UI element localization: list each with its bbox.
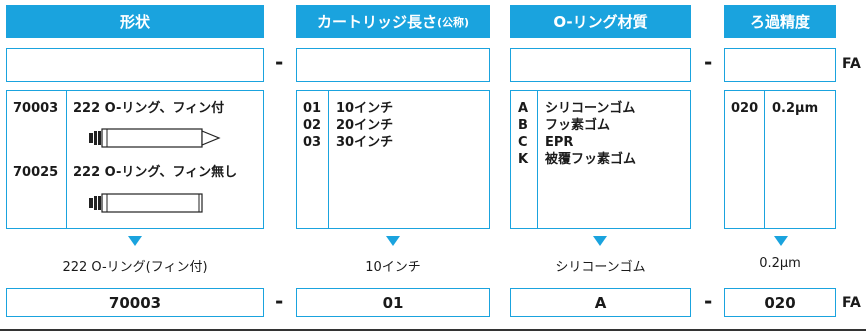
suffix-fa-bottom: FA (842, 295, 861, 311)
header-rating: ろ過精度 (724, 5, 836, 38)
oring-option-code: B (518, 118, 528, 133)
oring-option-desc: シリコーンゴム (545, 101, 636, 116)
oring-arrow-down-icon (593, 236, 607, 246)
oring-option-desc: フッ素ゴム (545, 118, 611, 133)
length-panel-divider (328, 91, 329, 228)
rating-result-value: 020 (764, 293, 796, 312)
shape-result-box[interactable]: 70003 (6, 288, 264, 317)
header-length-label: カートリッジ長さ (316, 13, 437, 31)
rating-arrow-down-icon (774, 236, 788, 246)
shape-option-desc: 222 O-リング、フィン無し (73, 165, 238, 180)
length-result-box[interactable]: 01 (296, 288, 490, 317)
length-options-panel: 01 10インチ 02 20インチ 03 30インチ (296, 90, 490, 229)
oring-option-desc: 被覆フッ素ゴム (545, 152, 637, 167)
header-rating-label: ろ過精度 (749, 13, 810, 31)
separator-dash-1: - (275, 50, 284, 74)
header-length-sub: (公称) (436, 15, 470, 29)
oring-selection-text: シリコーンゴム (555, 260, 646, 275)
length-result-value: 01 (382, 293, 404, 312)
rating-selection-text: 0.2μm (759, 256, 801, 271)
header-shape-label: 形状 (119, 13, 150, 31)
oring-option-code: K (518, 152, 529, 167)
oring-options-panel: A シリコーンゴム B フッ素ゴム C EPR K 被覆フッ素ゴム (510, 90, 691, 229)
separator-dash-4: - (704, 289, 713, 313)
header-oring-label: O-リング材質 (553, 13, 648, 31)
length-option-code: 01 (303, 101, 322, 116)
shape-option-code: 70003 (13, 101, 59, 116)
length-option-desc: 30インチ (336, 135, 394, 150)
shape-input-box[interactable] (6, 48, 264, 82)
length-option-code: 02 (303, 118, 322, 133)
shape-option-desc: 222 O-リング、フィン付 (73, 101, 225, 116)
length-selection-text: 10インチ (365, 260, 421, 275)
rating-result-box[interactable]: 020 (724, 288, 836, 317)
oring-option-desc: EPR (545, 135, 574, 150)
header-oring: O-リング材質 (510, 5, 691, 38)
cartridge-without-fin-icon (89, 193, 203, 213)
shape-arrow-down-icon (128, 236, 142, 246)
rating-panel-divider (764, 91, 765, 228)
shape-result-value: 70003 (108, 293, 162, 312)
header-length: カートリッジ長さ(公称) (296, 5, 490, 38)
rating-option-code: 020 (731, 101, 759, 116)
oring-panel-divider (537, 91, 538, 228)
suffix-fa-top: FA (842, 56, 861, 72)
shape-options-panel: 70003 222 O-リング、フィン付 70025 222 O-リング、フィン… (6, 90, 264, 229)
separator-dash-2: - (704, 50, 713, 74)
header-shape: 形状 (6, 5, 264, 38)
shape-panel-divider (66, 91, 67, 228)
bottom-rule (0, 329, 866, 331)
length-arrow-down-icon (386, 236, 400, 246)
oring-result-box[interactable]: A (510, 288, 691, 317)
cartridge-with-fin-icon (89, 128, 221, 148)
oring-option-code: A (518, 101, 529, 116)
rating-options-panel: 020 0.2μm (724, 90, 836, 229)
oring-option-code: C (518, 135, 528, 150)
separator-dash-3: - (275, 289, 284, 313)
length-option-code: 03 (303, 135, 322, 150)
oring-result-value: A (594, 293, 607, 312)
oring-input-box[interactable] (510, 48, 691, 82)
length-option-desc: 10インチ (336, 101, 394, 116)
shape-option-code: 70025 (13, 165, 59, 180)
rating-input-box[interactable] (724, 48, 836, 82)
length-input-box[interactable] (296, 48, 490, 82)
shape-selection-text: 222 O-リング(フィン付) (62, 260, 208, 275)
rating-option-desc: 0.2μm (772, 101, 819, 116)
length-option-desc: 20インチ (336, 118, 394, 133)
